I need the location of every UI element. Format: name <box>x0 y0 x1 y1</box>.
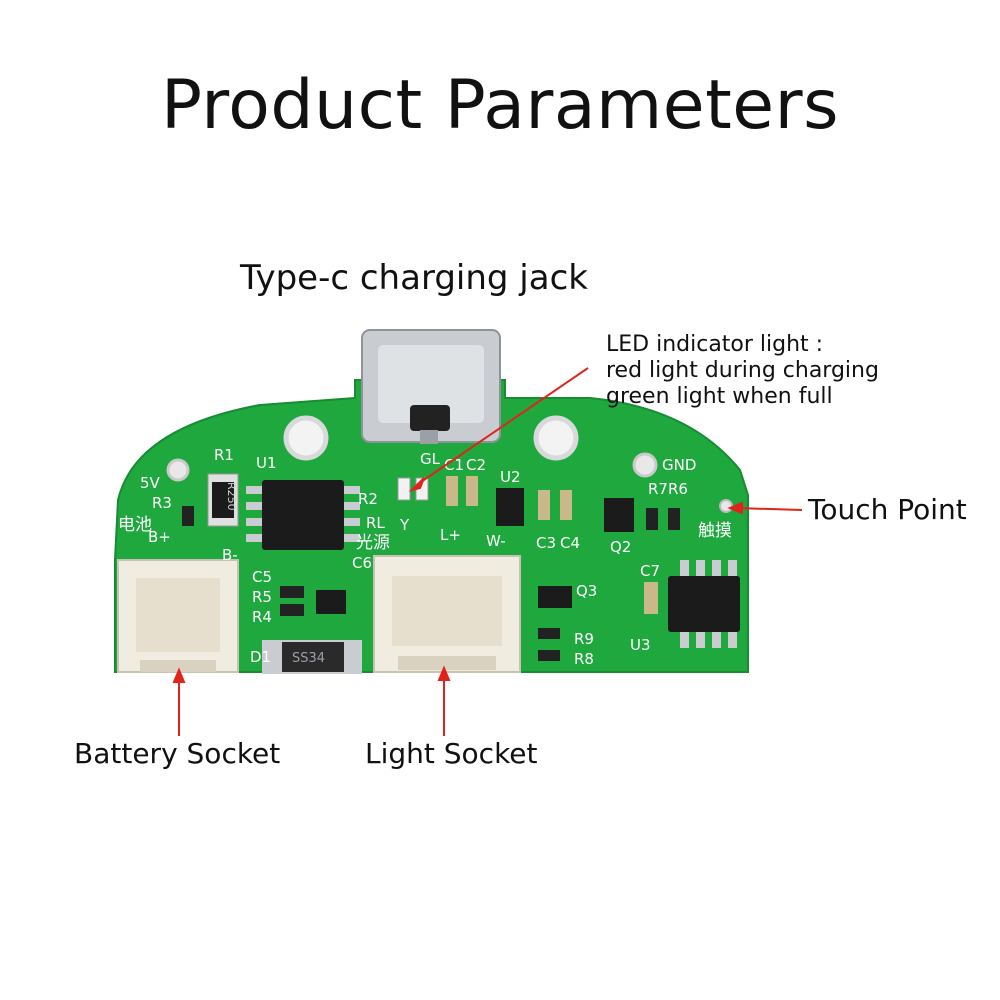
silk-lplus: L+ <box>440 526 461 544</box>
silk-ss34: SS34 <box>292 651 325 666</box>
silk-r8: R8 <box>574 650 594 668</box>
led-label-line2: red light during charging <box>606 358 879 383</box>
silk-r9: R9 <box>574 630 594 648</box>
silk-r2: R2 <box>358 490 378 508</box>
chip-u1 <box>246 480 360 550</box>
touch-pad <box>719 499 733 513</box>
type-c-label: Type-c charging jack <box>240 258 588 298</box>
chip-u3 <box>668 560 740 648</box>
silk-u2: U2 <box>500 468 521 486</box>
silk-r3: R3 <box>152 494 172 512</box>
silk-bplus: B+ <box>148 528 171 546</box>
mount-hole-left <box>283 415 329 461</box>
arrows <box>172 367 803 736</box>
silk-d1: D1 <box>250 648 271 666</box>
silk-r5: R5 <box>252 588 272 606</box>
arrow-led <box>417 367 589 485</box>
led-indicator-label: LED indicator light : red light during c… <box>606 332 879 410</box>
page-title: Product Parameters <box>160 66 839 145</box>
silk-c1: C1 <box>444 456 464 474</box>
silk-c4: C4 <box>560 534 580 552</box>
silk-gnd: GND <box>662 456 696 474</box>
silk-u1: U1 <box>256 454 277 472</box>
silk-wminus: W- <box>486 532 506 550</box>
silk-touch: 触摸 <box>698 521 732 541</box>
silk-battery: 电池 <box>118 515 152 535</box>
usb-c-jack <box>361 329 501 444</box>
silk-r7: R7 <box>648 480 668 498</box>
led-label-line1: LED indicator light : <box>606 332 824 357</box>
silk-c3: C3 <box>536 534 556 552</box>
silk-u3: U3 <box>630 636 651 654</box>
silk-r1: R1 <box>214 446 234 464</box>
mount-hole-right <box>533 415 579 461</box>
silk-c2: C2 <box>466 456 486 474</box>
silk-c5: C5 <box>252 568 272 586</box>
silk-r250: R250 <box>225 482 238 511</box>
silk-q3: Q3 <box>576 582 597 600</box>
battery-connector <box>117 559 239 673</box>
arrow-touch <box>735 507 803 511</box>
silk-bminus: B- <box>222 546 238 564</box>
silk-y: Y <box>399 516 410 534</box>
battery-socket-label: Battery Socket <box>74 737 281 770</box>
led-label-line3: green light when full <box>606 384 833 409</box>
silk-q2: Q2 <box>610 538 631 556</box>
silk-r6: R6 <box>668 480 688 498</box>
silk-c7: C7 <box>640 562 660 580</box>
silk-gl: GL <box>420 450 441 468</box>
light-socket-label: Light Socket <box>365 737 538 770</box>
pcb-outline <box>114 379 749 673</box>
silk-rl: RL <box>366 514 385 532</box>
light-connector <box>373 555 521 673</box>
touch-point-label: Touch Point <box>808 493 967 526</box>
silk-r4: R4 <box>252 608 272 626</box>
silk-light: 光源 <box>356 533 390 553</box>
silk-c6: C6 <box>352 554 372 572</box>
silk-5v: 5V <box>140 474 161 492</box>
